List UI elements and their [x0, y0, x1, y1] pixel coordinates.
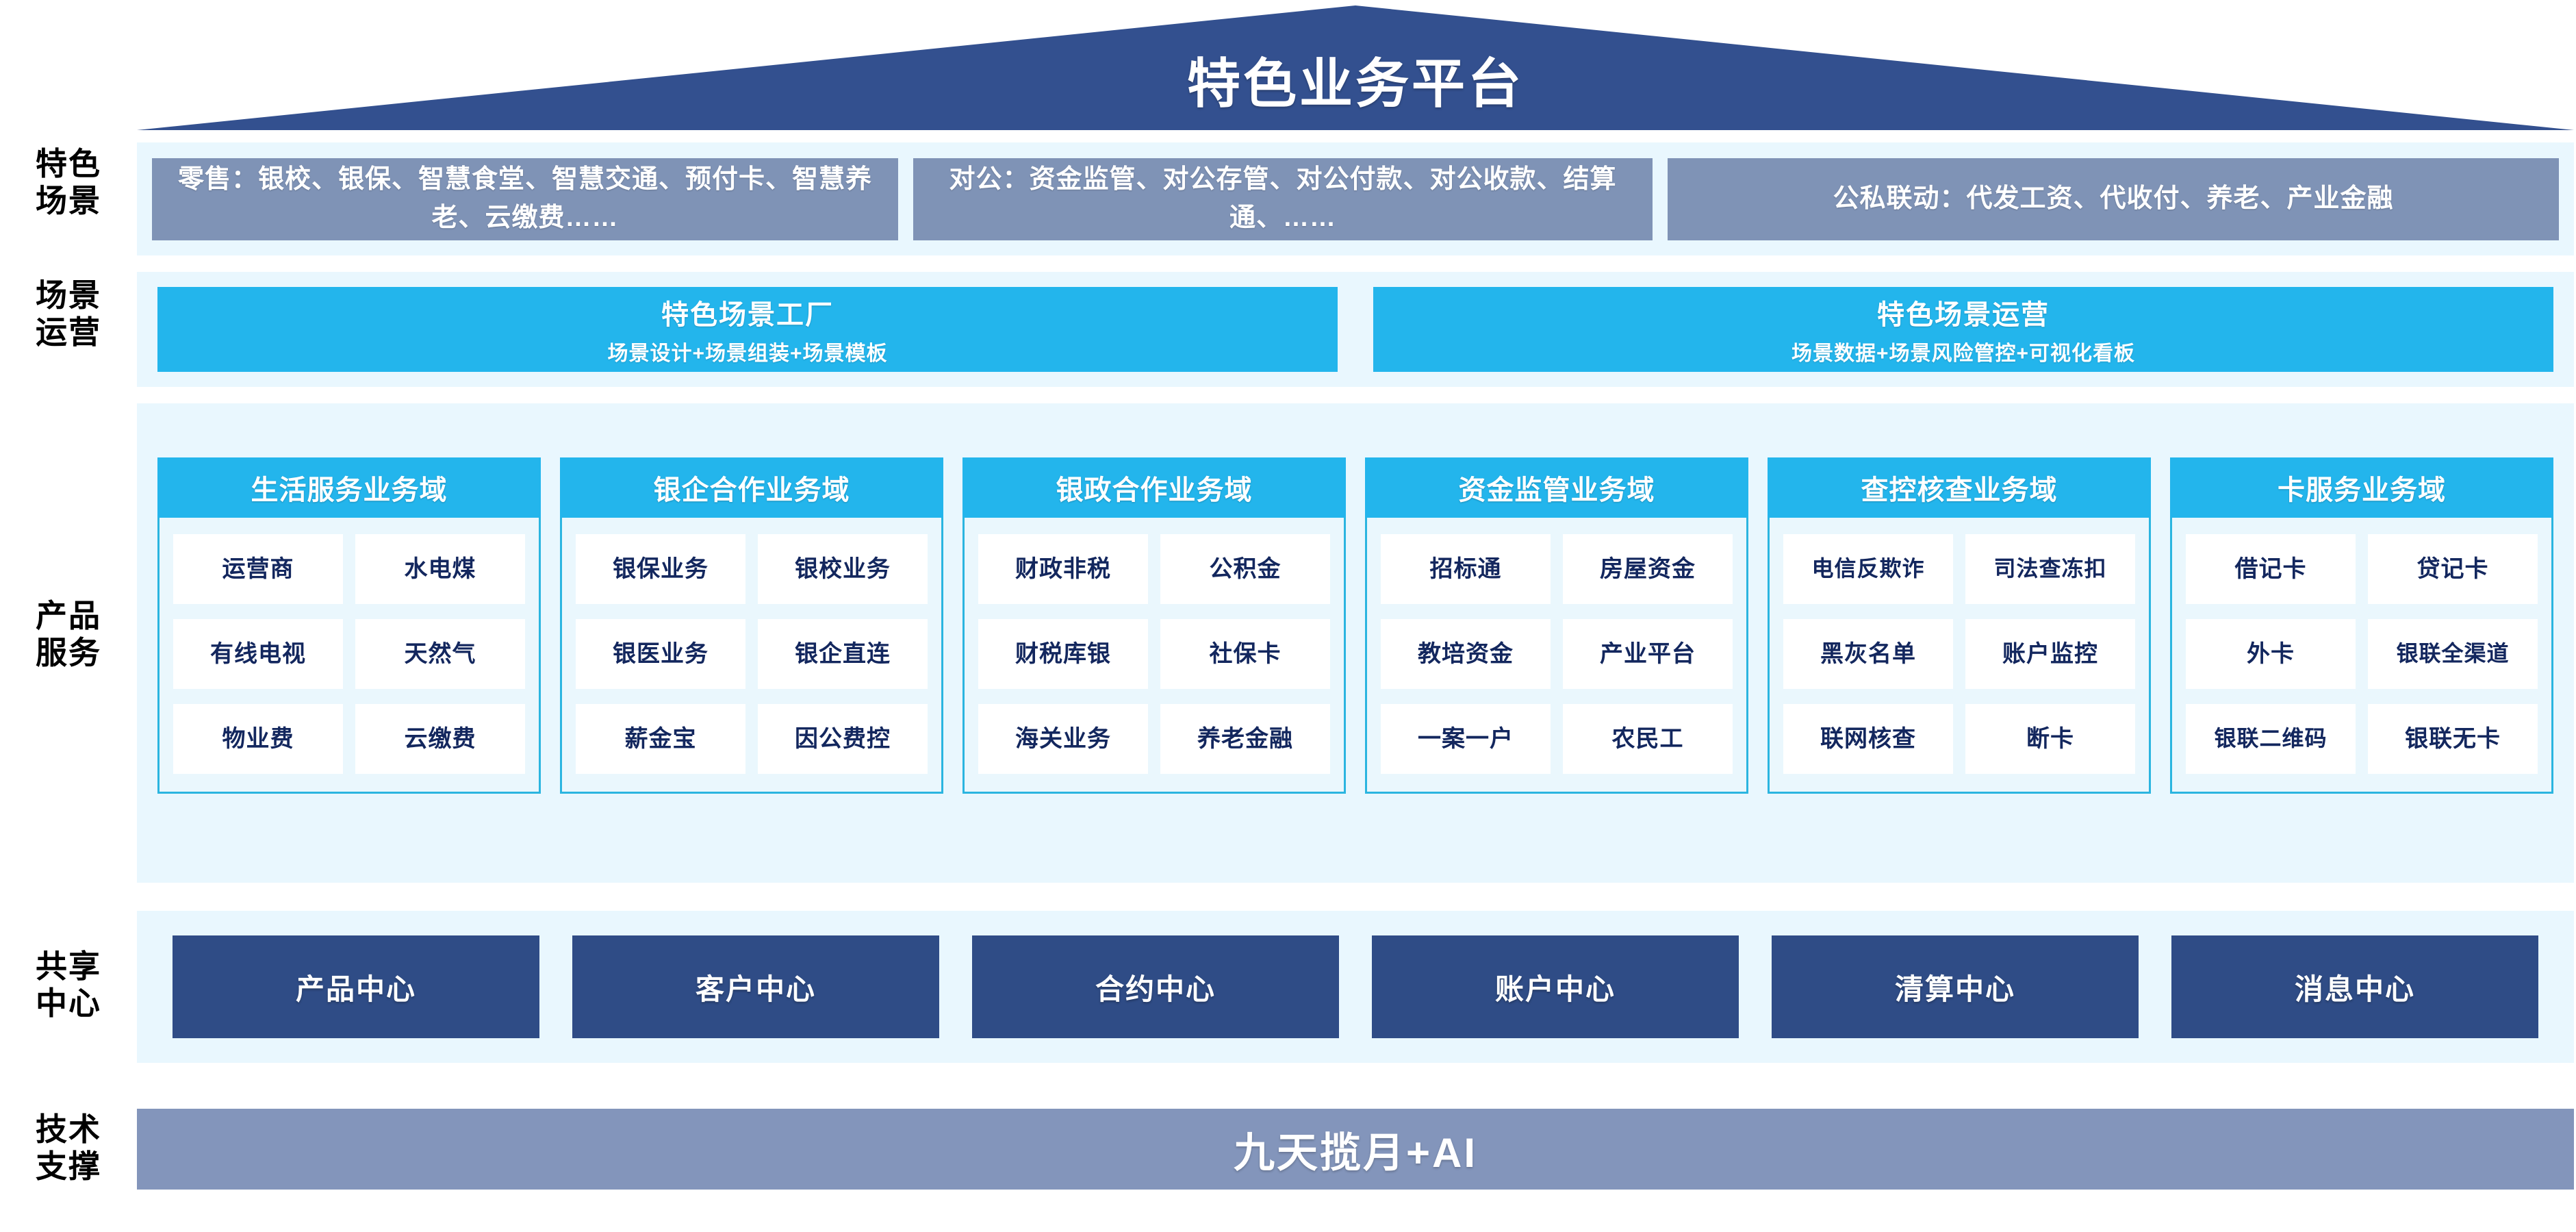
- domain-title-investigation-control: 查控核查业务域: [1768, 457, 2151, 518]
- domain-item[interactable]: 公积金: [1160, 534, 1330, 604]
- row-label-scenario-line1: 特色: [36, 146, 101, 181]
- shared-center-contract[interactable]: 合约中心: [972, 935, 1339, 1038]
- ops-subtitle-scenario-operation: 场景数据+场景风险管控+可视化看板: [1791, 342, 2136, 365]
- domain-title-fund-supervision: 资金监管业务域: [1365, 457, 1748, 518]
- roof-shape-icon: [137, 5, 2574, 130]
- domain-item[interactable]: 司法查冻扣: [1965, 534, 2135, 604]
- row-label-operations: 场景 运营: [14, 277, 123, 351]
- domain-panel-life-services[interactable]: 生活服务业务域 运营商 水电煤 有线电视 天然气 物业费 云缴费: [157, 457, 541, 794]
- domain-panel-investigation-control[interactable]: 查控核查业务域 电信反欺诈 司法查冻扣 黑灰名单 账户监控 联网核查 断卡: [1768, 457, 2151, 794]
- technology-support-label: 九天揽月+AI: [1233, 1129, 1478, 1176]
- row-label-operations-line1: 场景: [36, 277, 101, 313]
- domain-grid-investigation-control: 电信反欺诈 司法查冻扣 黑灰名单 账户监控 联网核查 断卡: [1770, 518, 2149, 792]
- row-label-scenario: 特色 场景: [14, 145, 123, 220]
- domain-item[interactable]: 物业费: [173, 704, 343, 774]
- scenario-box-public-private-linkage[interactable]: 公私联动：代发工资、代收付、养老、产业金融: [1668, 158, 2559, 240]
- row-label-shared-line2: 中心: [36, 985, 101, 1022]
- domain-item[interactable]: 海关业务: [978, 704, 1148, 774]
- row-label-products-line1: 产品: [36, 598, 101, 633]
- product-services-row: 生活服务业务域 运营商 水电煤 有线电视 天然气 物业费 云缴费 银企合作业务域…: [137, 403, 2574, 883]
- ops-box-scenario-factory[interactable]: 特色场景工厂 场景设计+场景组装+场景模板: [157, 287, 1338, 372]
- shared-center-customer[interactable]: 客户中心: [572, 935, 939, 1038]
- domain-item[interactable]: 财政非税: [978, 534, 1148, 604]
- domain-item[interactable]: 天然气: [355, 619, 525, 689]
- domain-item[interactable]: 银联全渠道: [2368, 619, 2538, 689]
- ops-box-scenario-operation[interactable]: 特色场景运营 场景数据+场景风险管控+可视化看板: [1373, 287, 2553, 372]
- row-label-products-line2: 服务: [36, 635, 101, 671]
- domain-grid-bank-government: 财政非税 公积金 财税库银 社保卡 海关业务 养老金融: [965, 518, 1344, 792]
- domain-item[interactable]: 贷记卡: [2368, 534, 2538, 604]
- shared-center-settlement[interactable]: 清算中心: [1772, 935, 2139, 1038]
- ops-title-scenario-factory: 特色场景工厂: [661, 300, 834, 330]
- row-label-technology-line2: 支撑: [36, 1148, 101, 1185]
- domain-item[interactable]: 产业平台: [1563, 619, 1733, 689]
- ops-title-scenario-operation: 特色场景运营: [1877, 300, 2050, 330]
- domain-panel-fund-supervision[interactable]: 资金监管业务域 招标通 房屋资金 教培资金 产业平台 一案一户 农民工: [1365, 457, 1748, 794]
- domain-item[interactable]: 农民工: [1563, 704, 1733, 774]
- page-title: 特色业务平台: [1186, 53, 1524, 114]
- domain-item[interactable]: 房屋资金: [1563, 534, 1733, 604]
- domain-item[interactable]: 云缴费: [355, 704, 525, 774]
- domain-item[interactable]: 银保业务: [576, 534, 745, 604]
- domain-item[interactable]: 银医业务: [576, 619, 745, 689]
- row-label-products: 产品 服务: [14, 597, 123, 672]
- scenario-operations-row: 特色场景工厂 场景设计+场景组装+场景模板 特色场景运营 场景数据+场景风险管控…: [137, 272, 2574, 387]
- scenario-box-corporate[interactable]: 对公：资金监管、对公存管、对公付款、对公收款、结算通、……: [913, 158, 1653, 240]
- platform-roof-banner: 特色业务平台: [137, 5, 2574, 130]
- domain-item[interactable]: 银联无卡: [2368, 704, 2538, 774]
- domain-item[interactable]: 外卡: [2186, 619, 2356, 689]
- domain-grid-bank-enterprise: 银保业务 银校业务 银医业务 银企直连 薪金宝 因公费控: [562, 518, 941, 792]
- domain-title-bank-government: 银政合作业务域: [962, 457, 1346, 518]
- domain-item[interactable]: 银联二维码: [2186, 704, 2356, 774]
- domain-item[interactable]: 电信反欺诈: [1783, 534, 1953, 604]
- domain-item[interactable]: 因公费控: [758, 704, 928, 774]
- domain-item[interactable]: 银校业务: [758, 534, 928, 604]
- technology-support-bar: 九天揽月+AI: [137, 1109, 2574, 1190]
- domain-item[interactable]: 薪金宝: [576, 704, 745, 774]
- domain-item[interactable]: 社保卡: [1160, 619, 1330, 689]
- domain-item[interactable]: 借记卡: [2186, 534, 2356, 604]
- domain-grid-life-services: 运营商 水电煤 有线电视 天然气 物业费 云缴费: [160, 518, 539, 792]
- row-label-scenario-line2: 场景: [36, 183, 101, 219]
- domain-item[interactable]: 账户监控: [1965, 619, 2135, 689]
- row-label-shared-center: 共享 中心: [14, 948, 123, 1022]
- row-label-shared-line1: 共享: [36, 948, 101, 984]
- domain-item[interactable]: 财税库银: [978, 619, 1148, 689]
- domain-item[interactable]: 招标通: [1381, 534, 1551, 604]
- ops-subtitle-scenario-factory: 场景设计+场景组装+场景模板: [607, 342, 888, 365]
- domain-item[interactable]: 断卡: [1965, 704, 2135, 774]
- shared-center-message[interactable]: 消息中心: [2171, 935, 2538, 1038]
- domain-item[interactable]: 联网核查: [1783, 704, 1953, 774]
- scenario-box-retail[interactable]: 零售：银校、银保、智慧食堂、智慧交通、预付卡、智慧养老、云缴费……: [152, 158, 898, 240]
- row-label-operations-line2: 运营: [36, 314, 101, 351]
- domain-panel-card-services[interactable]: 卡服务业务域 借记卡 贷记卡 外卡 银联全渠道 银联二维码 银联无卡: [2170, 457, 2553, 794]
- domain-item[interactable]: 水电煤: [355, 534, 525, 604]
- domain-item[interactable]: 黑灰名单: [1783, 619, 1953, 689]
- row-label-technology-line1: 技术: [36, 1111, 101, 1147]
- domain-item[interactable]: 一案一户: [1381, 704, 1551, 774]
- domain-grid-fund-supervision: 招标通 房屋资金 教培资金 产业平台 一案一户 农民工: [1367, 518, 1746, 792]
- domain-item[interactable]: 教培资金: [1381, 619, 1551, 689]
- row-label-technology: 技术 支撑: [14, 1111, 123, 1185]
- domain-grid-card-services: 借记卡 贷记卡 外卡 银联全渠道 银联二维码 银联无卡: [2172, 518, 2551, 792]
- domain-title-bank-enterprise: 银企合作业务域: [560, 457, 943, 518]
- shared-center-account[interactable]: 账户中心: [1372, 935, 1739, 1038]
- domain-title-life-services: 生活服务业务域: [157, 457, 541, 518]
- domain-title-card-services: 卡服务业务域: [2170, 457, 2553, 518]
- shared-center-product[interactable]: 产品中心: [173, 935, 539, 1038]
- shared-center-row: 产品中心 客户中心 合约中心 账户中心 清算中心 消息中心: [137, 911, 2574, 1063]
- domain-item[interactable]: 有线电视: [173, 619, 343, 689]
- domain-panel-bank-enterprise[interactable]: 银企合作业务域 银保业务 银校业务 银医业务 银企直连 薪金宝 因公费控: [560, 457, 943, 794]
- domain-item[interactable]: 银企直连: [758, 619, 928, 689]
- scenario-row: 零售：银校、银保、智慧食堂、智慧交通、预付卡、智慧养老、云缴费…… 对公：资金监…: [137, 142, 2574, 255]
- domain-item[interactable]: 运营商: [173, 534, 343, 604]
- domain-panel-bank-government[interactable]: 银政合作业务域 财政非税 公积金 财税库银 社保卡 海关业务 养老金融: [962, 457, 1346, 794]
- domain-item[interactable]: 养老金融: [1160, 704, 1330, 774]
